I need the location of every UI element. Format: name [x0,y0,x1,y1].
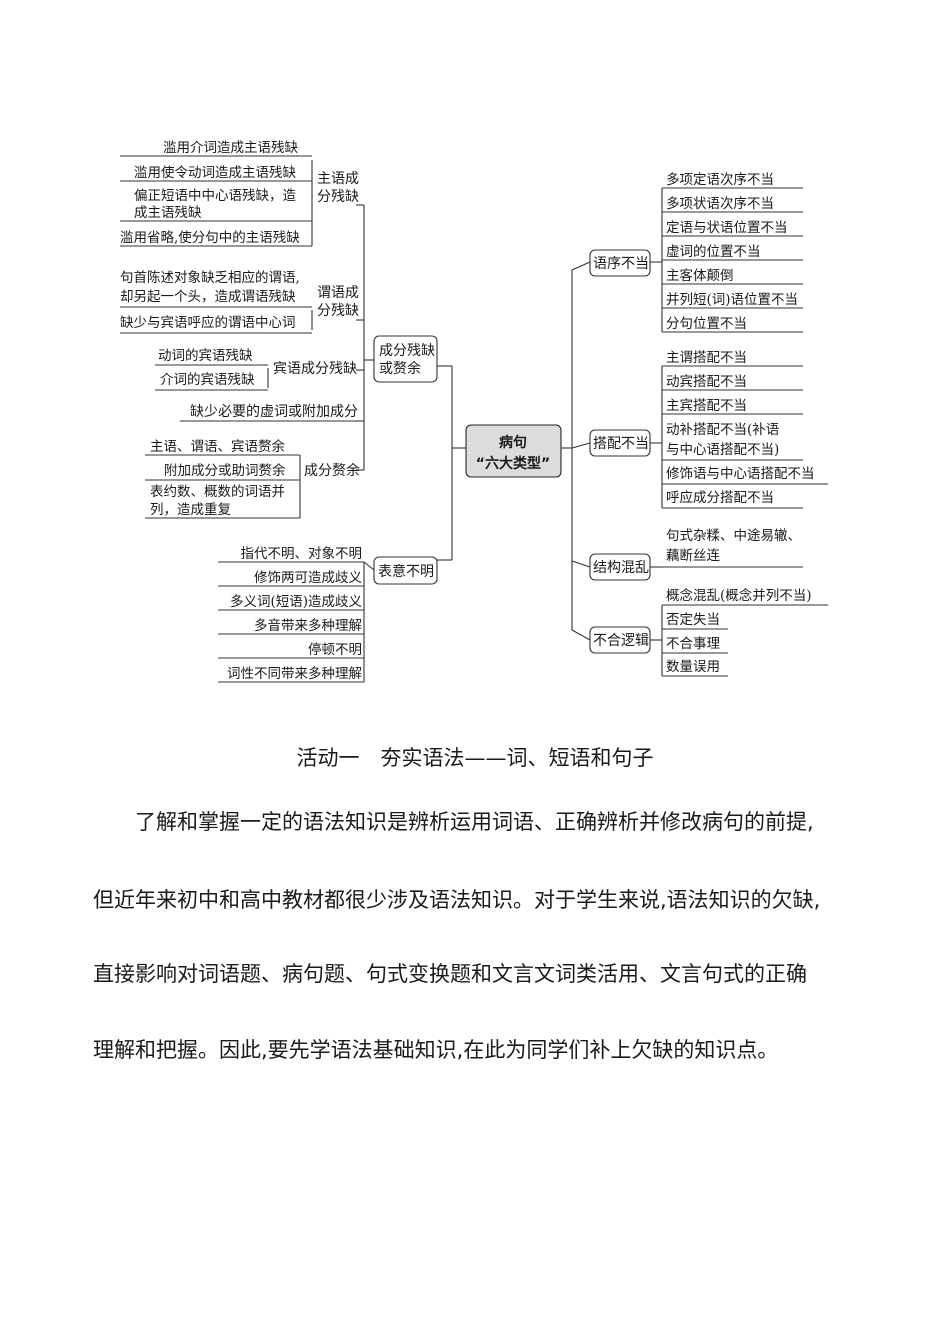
leaf-order-7: 分句位置不当 [666,316,747,332]
leaf-object-1: 动词的宾语残缺 [158,348,253,364]
leaf-predicate-2: 缺少与宾语呼应的谓语中心词 [120,314,296,331]
node-missing-l1: 成分残缺 [379,343,435,359]
leaf-subject-1: 滥用介词造成主语残缺 [163,140,298,156]
leaf-collocation-2: 动宾搭配不当 [666,374,747,390]
leaf-unclear-5: 停顿不明 [308,641,362,658]
leaf-unclear-1: 指代不明、对象不明 [241,546,363,562]
leaf-predicate-1a: 句首陈述对象缺乏相应的谓语, [120,269,300,286]
leaf-collocation-1: 主谓搭配不当 [666,350,747,366]
leaf-collocation-6: 呼应成分搭配不当 [666,489,774,506]
leaf-unclear-3: 多义词(短语)造成歧义 [230,593,362,610]
activity-heading: 活动一 夯实语法——词、短语和句子 [296,746,654,770]
leaf-unclear-2: 修饰两可造成歧义 [254,570,362,586]
leaf-logic-4: 数量误用 [666,659,720,675]
leaf-structure-1a: 句式杂糅、中途易辙、 [666,527,801,544]
node-redundant: 成分赘余 [304,462,360,479]
leaf-logic-1: 概念混乱(概念并列不当) [666,587,812,604]
leaf-predicate-1b: 却另起一个头，造成谓语残缺 [120,289,296,305]
node-structure: 结构混乱 [593,560,649,576]
node-subject-l2: 分残缺 [317,189,359,205]
paragraph-line-3: 直接影响对词语题、病句题、句式变换题和文言文词类活用、文言句式的正确 [93,962,807,986]
node-logic: 不合逻辑 [593,633,649,649]
leaf-collocation-4a: 动补搭配不当(补语 [666,422,779,438]
leaf-redundant-1: 主语、谓语、宾语赘余 [150,438,285,455]
node-missing-l2: 或赘余 [379,360,421,377]
paragraph-line-4: 理解和把握。因此,要先学语法基础知识,在此为同学们补上欠缺的知识点。 [93,1038,779,1062]
leaf-order-1: 多项定语次序不当 [666,171,774,188]
node-order: 语序不当 [593,256,649,272]
leaf-collocation-4b: 与中心语搭配不当) [666,442,779,458]
leaf-subject-4: 滥用省略,使分句中的主语残缺 [120,229,300,246]
node-collocation: 搭配不当 [593,436,649,452]
node-function-word: 缺少必要的虚词或附加成分 [190,404,358,420]
node-predicate-l2: 分残缺 [317,303,359,319]
leaf-object-2: 介词的宾语残缺 [160,372,255,388]
node-subject-l1: 主语成 [317,171,359,187]
leaf-order-5: 主客体颠倒 [666,267,734,284]
leaf-logic-3: 不合事理 [666,636,720,652]
leaf-order-4: 虚词的位置不当 [666,244,761,260]
leaf-order-6: 并列短(词)语位置不当 [666,292,798,308]
leaf-unclear-4: 多音带来多种理解 [254,617,362,634]
leaf-subject-2: 滥用使令动词造成主语残缺 [134,164,296,181]
leaf-subject-3b: 成主语残缺 [134,205,202,221]
leaf-redundant-3a: 表约数、概数的词语并 [150,484,285,500]
leaf-logic-2: 否定失当 [666,612,720,628]
node-predicate-l1: 谓语成 [317,285,359,301]
leaf-order-3: 定语与状语位置不当 [666,220,788,236]
node-object: 宾语成分残缺 [273,361,357,377]
leaf-subject-3a: 偏正短语中中心语残缺，造 [134,188,296,204]
leaf-unclear-6: 词性不同带来多种理解 [227,665,362,682]
node-unclear: 表意不明 [378,563,434,580]
leaf-order-2: 多项状语次序不当 [666,195,774,212]
center-title: 病句 [499,434,527,451]
paragraph-line-2: 但近年来初中和高中教材都很少涉及语法知识。对于学生来说,语法知识的欠缺, [93,888,821,912]
leaf-collocation-5: 修饰语与中心语搭配不当 [666,466,815,482]
center-subtitle: “六大类型” [476,455,550,472]
paragraph-line-1: 了解和掌握一定的语法知识是辨析运用词语、正确辨析并修改病句的前提, [93,810,814,834]
leaf-redundant-3b: 列，造成重复 [150,501,231,518]
grammar-mindmap: 病句 “六大类型” 成分残缺 或赘余 表意不明 语序不当 搭配不当 结构混乱 不… [120,140,828,683]
leaf-collocation-3: 主宾搭配不当 [666,398,747,414]
leaf-redundant-2: 附加成分或助词赘余 [164,462,286,479]
leaf-structure-1b: 藕断丝连 [666,548,720,564]
